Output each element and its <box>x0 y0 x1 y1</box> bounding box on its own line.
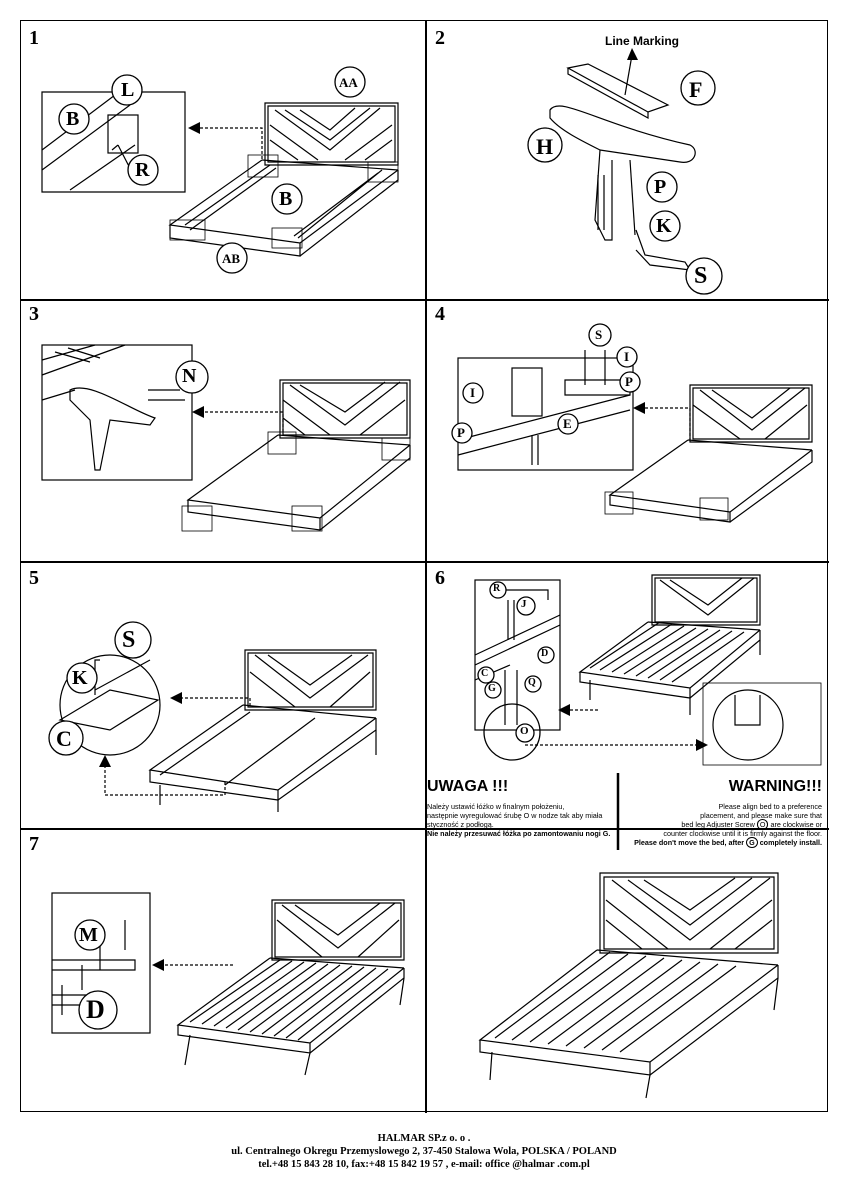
label-I2: I <box>470 385 476 400</box>
label-R: R <box>135 159 150 181</box>
label-AA: AA <box>339 75 358 90</box>
label-G: G <box>488 683 496 694</box>
step-number-7: 7 <box>29 833 39 855</box>
warning-en: WARNING!!! Please align bed to a prefere… <box>622 778 823 848</box>
label-E: E <box>563 416 572 431</box>
label-D: D <box>541 648 549 659</box>
label-F: F <box>689 77 703 102</box>
footer-contact: tel.+48 15 843 28 10, fax:+48 15 842 19 … <box>258 1159 590 1170</box>
label-R: R <box>493 583 501 594</box>
label-B2: B <box>279 188 293 210</box>
label-H: H <box>536 134 554 159</box>
label-L: L <box>121 79 135 101</box>
warning-en-line4: counter clockwise until it is firmly aga… <box>663 829 822 838</box>
step-number-2: 2 <box>435 27 445 49</box>
warning-en-line2: placement, and please make sure that <box>700 811 822 820</box>
footer-address: ul. Centralnego Okregu Przemyslowego 2, … <box>231 1146 617 1157</box>
grid-divider-row3 <box>21 828 829 830</box>
instruction-grid: 1 2 3 4 5 6 7 <box>20 20 829 1113</box>
label-S: S <box>595 327 603 342</box>
step-number-5: 5 <box>29 567 39 589</box>
label-M: M <box>79 924 98 946</box>
line-marking-label: Line Marking <box>605 34 680 48</box>
warning-pl-line1: Należy ustawić łóżko w finalnym położeni… <box>427 802 565 811</box>
label-S: S <box>122 627 136 653</box>
adjuster-screw-O-badge: O <box>756 819 769 830</box>
step-number-4: 4 <box>435 303 445 325</box>
grid-divider-vertical <box>425 21 427 1113</box>
grid-divider-row2 <box>21 561 829 563</box>
label-K: K <box>72 667 88 689</box>
warning-pl: UWAGA !!! Należy ustawić łóżko w finalny… <box>427 778 617 838</box>
label-N: N <box>182 365 197 387</box>
label-C: C <box>481 668 489 679</box>
footer-company: HALMAR SP.z o. o . <box>377 1133 471 1144</box>
label-AB: AB <box>222 251 241 266</box>
label-P2: P <box>457 425 465 440</box>
step-number-3: 3 <box>29 303 39 325</box>
label-P: P <box>625 374 633 389</box>
warning-pl-line3: styczność z podłogą. <box>427 820 494 829</box>
warning-en-line3: bed leg Adjuster Screw O are clockwise o… <box>681 819 822 830</box>
warning-en-line5: Please don't move the bed, after G compl… <box>634 837 822 848</box>
label-K: K <box>656 215 672 237</box>
label-D: D <box>86 995 105 1024</box>
label-Q: Q <box>528 677 536 688</box>
label-S: S <box>694 263 708 289</box>
warning-en-line1: Please align bed to a preference <box>718 802 823 811</box>
warning-pl-line2: następnie wyregulować śrubę O w nodze ta… <box>427 811 603 820</box>
warning-pl-line4: Nie należy przesuwać łóżka po zamontowan… <box>427 829 611 838</box>
label-C: C <box>56 726 72 751</box>
label-O: O <box>520 725 529 737</box>
warning-pl-title: UWAGA !!! <box>427 778 509 795</box>
leg-G-badge: G <box>746 837 758 848</box>
label-B: B <box>66 108 80 130</box>
warning-en-title: WARNING!!! <box>728 778 822 795</box>
label-P: P <box>654 176 667 198</box>
grid-divider-row1 <box>21 299 829 301</box>
label-J: J <box>521 598 527 610</box>
step-number-1: 1 <box>29 27 39 49</box>
step-number-6: 6 <box>435 567 445 589</box>
label-I: I <box>624 349 630 364</box>
